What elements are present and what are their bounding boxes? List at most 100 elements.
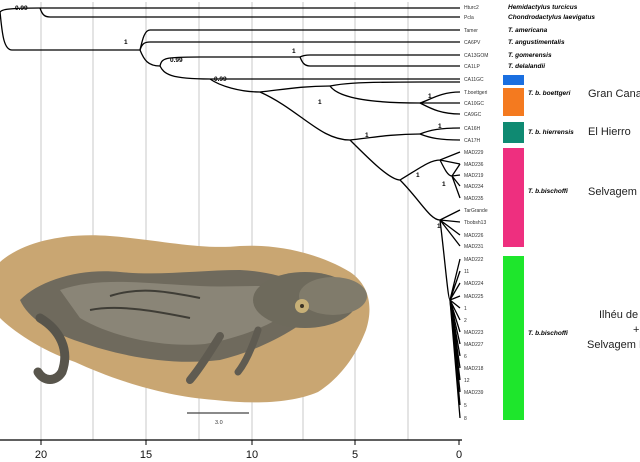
time-gridlines: [40, 2, 409, 440]
tip-code-label: MAD226: [464, 233, 484, 239]
clade-bar-orange: [503, 88, 524, 116]
tip-code-label: CA6PV: [464, 40, 481, 46]
axis-tick-label: 10: [246, 449, 258, 461]
tree-branch: [139, 49, 161, 67]
node-support-label: 1: [124, 39, 128, 46]
tree-branch: [419, 102, 461, 115]
tree-branch: [449, 299, 461, 393]
tree-branch: [449, 258, 461, 301]
tree-branch: [139, 29, 460, 51]
tree-branch: [399, 179, 441, 221]
tree-branch: [0, 11, 140, 51]
tree-branch: [449, 299, 461, 345]
tree-branch: [299, 56, 460, 67]
tip-code-label: MAD229: [464, 150, 484, 156]
tip-code-label: MAD231: [464, 244, 484, 250]
clade-bars: T. b. boettgeri T. b. hierrensis T. b.bi…: [503, 75, 640, 420]
clade-label-hierrensis: T. b. hierrensis: [528, 129, 574, 136]
tree-branch: [329, 81, 460, 87]
clade-bar-teal: [503, 122, 524, 143]
tree-branch: [209, 78, 261, 93]
tree-branch: [449, 299, 461, 419]
tip-species-label: Chondrodactylus laevigatus: [508, 14, 595, 21]
clade-label-bischoffi-1: T. b.bischoffi: [528, 188, 568, 195]
axis-tick-label: 15: [140, 449, 152, 461]
node-support-label: 0.99: [214, 76, 227, 83]
tree-branch: [439, 209, 461, 247]
tip-code-label: Tamer: [464, 28, 478, 34]
tip-code-label: 12: [464, 378, 470, 384]
tree-branch: [439, 159, 461, 165]
node-support-label: 1: [318, 99, 322, 106]
tip-code-label: MAD235: [464, 196, 484, 202]
clade-label-bischoffi-2: T. b.bischoffi: [528, 330, 568, 337]
node-support-label: 1: [438, 123, 442, 130]
tree-branch: [259, 85, 331, 93]
tip-code-label: CA17H: [464, 138, 481, 144]
tip-code-label: 11: [464, 269, 469, 275]
tip-code-label: CA1LP: [464, 64, 481, 70]
axis-tick-label: 20: [35, 449, 47, 461]
axis-tick-label: 0: [456, 449, 462, 461]
region-label-selvagem-grande: Selvagem G: [588, 186, 640, 198]
tip-species-label: T. americana: [508, 27, 548, 34]
tree-branch: [349, 139, 401, 181]
tip-code-label: MAD222: [464, 257, 484, 263]
region-label-ilheu-2: +: [633, 324, 639, 336]
tip-code-label: MAD224: [464, 281, 484, 287]
tip-code-label: MAD236: [464, 162, 484, 168]
tree-branch: [259, 91, 351, 141]
clade-bar-blue: [503, 75, 524, 85]
node-support-label: 1: [416, 172, 420, 179]
axis-tick-label: 5: [352, 449, 358, 461]
tip-code-label: CA10GC: [464, 101, 484, 107]
tip-code-label: MAD234: [464, 184, 484, 190]
tip-code-label: 5: [464, 403, 467, 409]
region-label-el-hierro: El Hierro: [588, 126, 631, 138]
tip-code-label: Hturc2: [464, 5, 479, 11]
tip-code-label: 1: [464, 306, 467, 312]
phylogenetic-tree: [0, 7, 461, 419]
clade-bar-pink: [503, 148, 524, 247]
tip-code-label: MAD218: [464, 366, 484, 372]
tip-code-label: CA9GC: [464, 112, 482, 118]
tip-code-label: T.boettgeri: [464, 90, 487, 96]
tip-code-label: MAD239: [464, 390, 484, 396]
tip-code-label: 8: [464, 416, 467, 422]
tip-species-label: Hemidactylus turcicus: [508, 4, 578, 11]
tree-branch: [439, 159, 461, 177]
tree-branch: [349, 133, 421, 141]
node-support-label: 0.99: [170, 57, 183, 64]
gecko-photo: [0, 235, 370, 403]
tip-species-label: T. angustimentalis: [508, 39, 565, 46]
tree-branch: [451, 163, 461, 199]
tip-code-label: Tbobsh13: [464, 220, 486, 226]
tree-branch: [399, 151, 461, 181]
tip-code-label: MAD227: [464, 342, 484, 348]
photo-scale-label: 3.0: [215, 420, 223, 426]
tip-code-label: CA13GOM: [464, 53, 488, 59]
region-label-ilheu-1: Ilhéu de: [599, 309, 638, 321]
node-support-label: 1: [365, 132, 369, 139]
tree-branch: [419, 127, 461, 135]
tip-species-label: T. gomerensis: [508, 52, 552, 59]
tip-code-label: MAD219: [464, 173, 484, 179]
node-support-label: 1: [442, 181, 446, 188]
tree-branch: [419, 91, 461, 104]
node-support-label: 0.99: [15, 5, 28, 12]
tree-branch: [39, 7, 460, 18]
tree-branch: [159, 54, 460, 67]
tree-branch: [0, 7, 460, 13]
tip-code-label: 2: [464, 318, 467, 324]
tip-code-label: MAD225: [464, 294, 484, 300]
tree-branch: [139, 41, 460, 51]
tip-code-label: CA11GC: [464, 77, 484, 83]
clade-bar-green: [503, 256, 524, 420]
node-support-label: 1: [428, 93, 432, 100]
tip-code-label: Pcla: [464, 15, 474, 21]
tree-branch: [329, 85, 421, 104]
tree-branch: [419, 133, 461, 141]
